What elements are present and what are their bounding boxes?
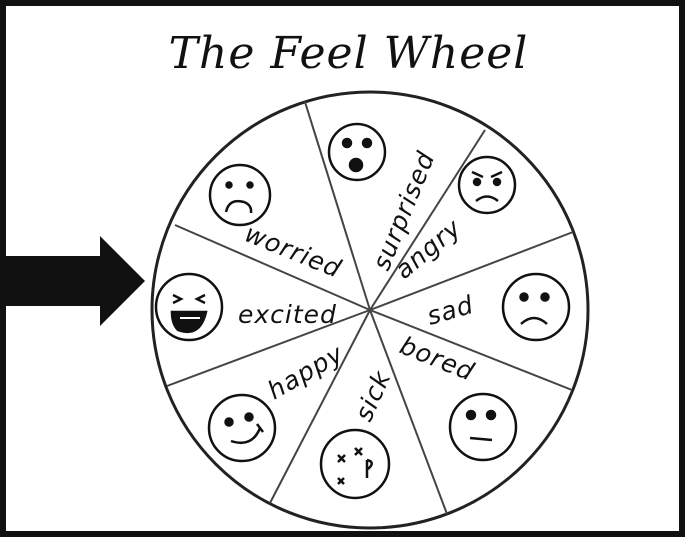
angry-face-icon — [457, 155, 517, 215]
surprised-face-icon — [327, 122, 387, 182]
bored-face-icon — [448, 392, 518, 462]
worried-face-icon — [208, 163, 272, 227]
page-title: The Feel Wheel — [168, 28, 529, 79]
segment-label-excited: excited — [238, 300, 337, 329]
sick-face-icon — [319, 428, 391, 500]
excited-face-icon — [154, 272, 224, 342]
arrow-right-icon — [0, 236, 145, 326]
sad-face-icon — [501, 272, 571, 342]
wheel-spokes — [166, 101, 574, 515]
happy-face-icon — [207, 393, 277, 463]
